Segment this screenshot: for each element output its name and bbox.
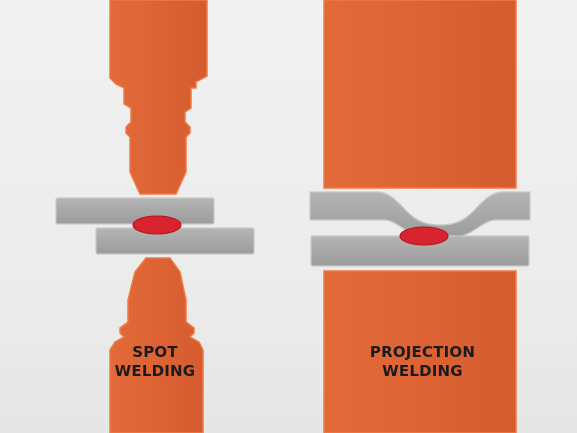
spot-welding-label-line1: SPOT <box>132 343 178 361</box>
spot-welding-group <box>55 0 255 433</box>
spot-upper-electrode <box>109 0 208 195</box>
projection-lower-electrode <box>323 270 517 433</box>
spot-welding-label-line2: WELDING <box>114 362 196 380</box>
projection-welding-group <box>309 0 531 433</box>
spot-lower-sheet <box>95 227 255 255</box>
spot-welding-label: SPOT WELDING <box>100 343 210 381</box>
projection-upper-electrode <box>323 0 517 189</box>
spot-weld-nugget <box>132 215 182 235</box>
projection-weld-nugget <box>399 226 449 246</box>
spot-lower-electrode <box>109 257 204 433</box>
projection-welding-label-line1: PROJECTION <box>369 343 476 361</box>
spot-upper-sheet <box>55 197 215 225</box>
projection-welding-label-line2: WELDING <box>382 362 463 380</box>
projection-welding-label: PROJECTION WELDING <box>330 343 515 381</box>
